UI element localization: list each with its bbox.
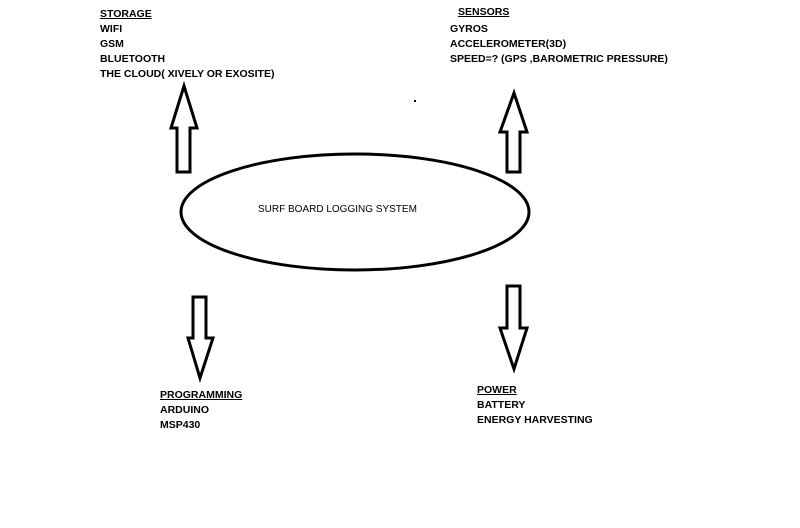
arrow-up-sensors: [497, 88, 530, 174]
storage-item: BLUETOOTH: [100, 53, 166, 65]
sensors-heading: SENSORS: [458, 6, 510, 18]
arrow-down-power: [497, 284, 530, 374]
storage-item: WIFI: [100, 23, 123, 35]
programming-item: ARDUINO: [160, 404, 209, 416]
sensors-item: ACCELEROMETER(3D): [450, 38, 567, 50]
power-block: POWER BATTERY ENERGY HARVESTING: [477, 383, 593, 428]
arrow-up-storage: [168, 80, 200, 174]
storage-heading: STORAGE: [100, 8, 152, 20]
power-heading: POWER: [477, 384, 517, 396]
programming-heading: PROGRAMMING: [160, 389, 243, 401]
system-ellipse: [179, 152, 531, 272]
programming-item: MSP430: [160, 419, 201, 431]
sensors-item: GYROS: [450, 23, 488, 35]
power-item: BATTERY: [477, 399, 526, 411]
storage-block: STORAGE WIFI GSM BLUETOOTH THE CLOUD( XI…: [100, 7, 274, 82]
storage-item: GSM: [100, 38, 124, 50]
power-item: ENERGY HARVESTING: [477, 414, 593, 426]
programming-block: PROGRAMMING ARDUINO MSP430: [160, 388, 242, 433]
sensors-item: SPEED=? (GPS ,BAROMETRIC PRESSURE): [450, 53, 668, 65]
stray-dot: [414, 100, 416, 102]
arrow-down-programming: [185, 295, 216, 384]
storage-item: THE CLOUD( XIVELY OR EXOSITE): [100, 68, 275, 80]
center-label: SURF BOARD LOGGING SYSTEM: [258, 204, 417, 215]
sensors-block: SENSORS GYROS ACCELEROMETER(3D) SPEED=? …: [450, 5, 668, 67]
